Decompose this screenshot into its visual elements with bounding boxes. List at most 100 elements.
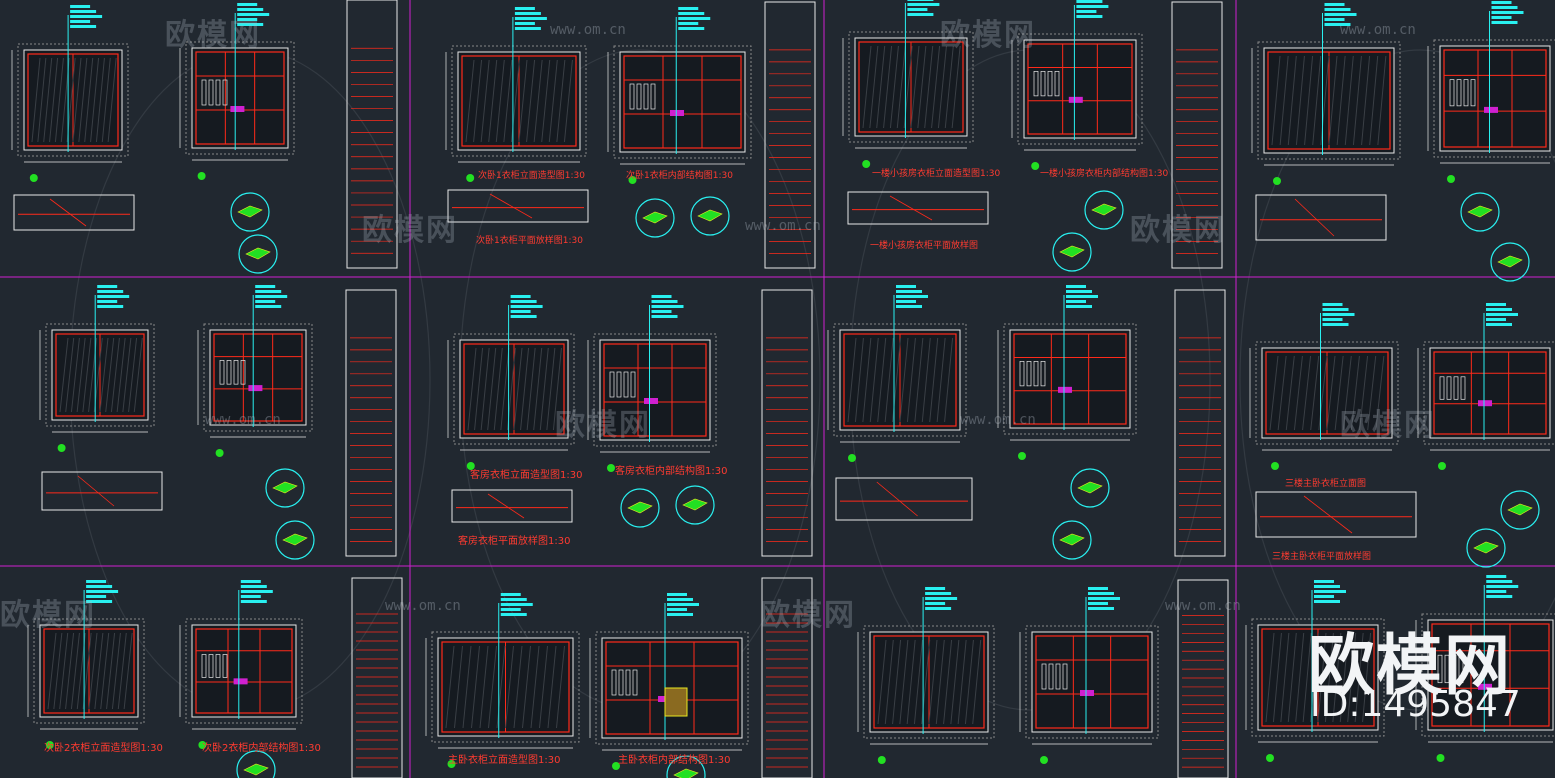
hanger	[226, 360, 232, 385]
hanger	[611, 669, 617, 696]
door-hatch	[1269, 355, 1279, 431]
annotation-text	[500, 613, 527, 616]
detail-bubble	[1052, 232, 1092, 272]
door-hatch	[877, 639, 887, 725]
door-hatch	[70, 632, 80, 710]
annotation-text	[651, 305, 684, 308]
door-hatch	[133, 337, 143, 413]
detail-bubble	[635, 198, 675, 238]
plan-line	[876, 481, 918, 517]
section-marker	[1447, 175, 1455, 183]
door-hatch	[471, 645, 480, 729]
door-hatch	[1312, 55, 1322, 146]
door-hatch	[877, 337, 887, 423]
door-hatch	[950, 639, 960, 725]
section-marker	[466, 174, 475, 182]
annotation-text	[651, 300, 678, 303]
door-hatch	[548, 59, 558, 143]
title-block	[764, 1, 816, 269]
drawing-caption: 次卧2衣柜内部结构图1:30	[202, 743, 321, 754]
annotation-text	[651, 315, 678, 318]
door-hatch	[1367, 355, 1377, 431]
wardrobe-outline	[191, 47, 289, 149]
door-hatch	[1369, 55, 1379, 146]
annotation-text	[70, 10, 97, 13]
door-hatch	[445, 645, 455, 729]
door-hatch	[31, 57, 41, 143]
annotation-text	[97, 295, 130, 298]
door-hatch	[1280, 632, 1290, 723]
hanger	[222, 79, 228, 106]
drawing-caption: 客房衣柜内部结构图1:30	[615, 466, 728, 477]
wall-hatch	[1025, 625, 1159, 739]
detail-bubble	[1500, 490, 1540, 530]
door-hatch	[111, 632, 121, 710]
detail-bubble	[1460, 192, 1500, 232]
door-hatch	[1302, 355, 1312, 431]
door-hatch	[106, 632, 116, 710]
drawing-caption: 三楼主卧衣柜平面放样图	[1272, 552, 1372, 562]
door-hatch	[889, 45, 899, 129]
hanger	[215, 79, 221, 106]
door-hatch	[1285, 355, 1295, 431]
door-hatch	[65, 632, 75, 710]
door-hatch	[552, 347, 562, 431]
wardrobe-outline	[191, 624, 297, 718]
section-marker	[57, 444, 66, 452]
door-hatch	[1272, 632, 1282, 723]
hanger	[233, 360, 239, 385]
door-hatch	[474, 347, 484, 431]
annotation-text	[70, 25, 97, 28]
annotation-text	[1486, 575, 1507, 578]
annotation-text	[97, 300, 118, 303]
door-hatch	[1265, 632, 1275, 723]
door-hatch	[59, 632, 69, 710]
hanger	[1456, 79, 1462, 107]
section-marker	[215, 449, 224, 457]
door-hatch	[1352, 55, 1362, 146]
annotation-text	[514, 17, 547, 20]
hanger	[1451, 654, 1457, 684]
wardrobe-outline	[1031, 631, 1153, 733]
hanger	[1444, 654, 1450, 684]
drawer-marker	[644, 398, 658, 404]
annotation-text	[1486, 313, 1518, 316]
section-marker	[1273, 177, 1281, 185]
door-hatch	[122, 337, 132, 413]
detail-bubble	[238, 234, 278, 274]
title-block	[1174, 289, 1226, 557]
annotation-text	[86, 580, 107, 583]
annotation-text	[907, 3, 940, 6]
door-hatch	[539, 645, 548, 729]
door-hatch	[65, 337, 75, 413]
drawer-marker	[1068, 96, 1083, 103]
annotation-text	[1324, 13, 1357, 16]
annotation-text	[1324, 3, 1345, 6]
hanger	[1033, 71, 1039, 97]
hanger	[629, 83, 635, 110]
door-hatch	[1347, 632, 1357, 723]
door-hatch	[520, 347, 530, 431]
annotation-text	[510, 305, 543, 308]
door-hatch	[957, 639, 967, 725]
wardrobe-frame	[1443, 49, 1547, 148]
annotation-text	[510, 300, 537, 303]
door-hatch	[1375, 355, 1385, 431]
hanger	[1054, 71, 1060, 97]
door-hatch	[556, 59, 566, 143]
detail-bubble	[230, 192, 270, 232]
wardrobe-outline	[1023, 39, 1137, 139]
hanger	[1033, 361, 1039, 387]
hanger	[201, 79, 207, 106]
hanger	[632, 669, 638, 696]
wall-hatch	[33, 618, 145, 724]
annotation-text	[237, 13, 270, 16]
annotation-text	[1322, 313, 1355, 316]
plan-line	[49, 198, 87, 227]
plan-outline	[447, 189, 589, 223]
plan-outline	[41, 471, 163, 511]
wardrobe-outline	[1427, 619, 1554, 731]
wall-hatch	[1017, 33, 1143, 145]
detail-bubble	[675, 485, 715, 525]
